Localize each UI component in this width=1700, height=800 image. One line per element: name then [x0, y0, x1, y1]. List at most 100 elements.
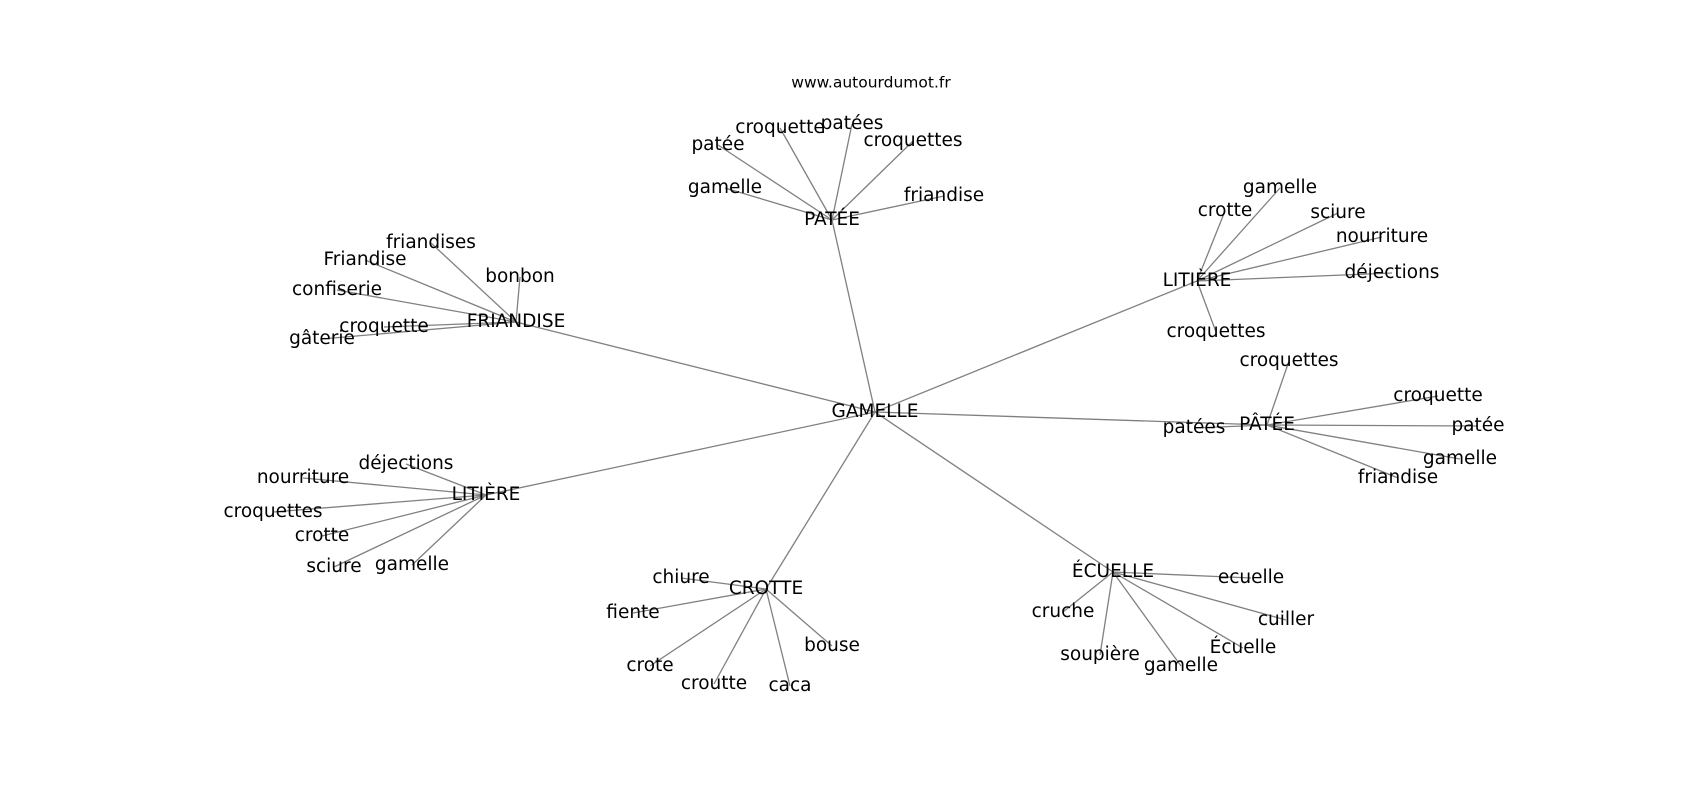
edge-litiere-right-to-gamelle	[1196, 187, 1281, 282]
leaf-node-friandise-friandise: Friandise	[323, 249, 406, 270]
edge-crotte-to-bouse	[765, 588, 833, 647]
edge-center-to-litiere-left	[485, 411, 876, 496]
edge-friandise-to-bonbon	[515, 276, 521, 323]
leaf-node-patee-top-croquette: croquette	[735, 117, 824, 138]
edge-friandise-to-friandises	[430, 242, 517, 323]
leaf-node-patee-top-gamelle: gamelle	[688, 177, 762, 198]
hub-node-patee-right: PÂTÉE	[1239, 413, 1295, 435]
leaf-node-friandise-friandises: friandises	[386, 232, 476, 253]
edge-patee-right-to-friandise	[1266, 424, 1399, 479]
center-node-label: GAMELLE	[832, 401, 919, 422]
leaf-node-litiere-right-croquettes: croquettes	[1166, 321, 1265, 342]
edge-center-to-ecuelle	[874, 411, 1114, 573]
hub-node-litiere-left: LITIÈRE	[452, 483, 521, 505]
edge-patee-right-to-patees	[1193, 424, 1268, 429]
leaf-node-litiere-left-dejections: déjections	[359, 453, 454, 474]
edge-patee-top-to-gamelle	[724, 187, 833, 221]
leaf-node-litiere-right-sciure: sciure	[1310, 202, 1365, 223]
leaf-node-patee-top-patees: patées	[821, 113, 884, 134]
edge-litiere-left-to-dejections	[405, 463, 487, 496]
edge-litiere-right-to-dejections	[1196, 272, 1393, 282]
edge-center-to-crotte	[765, 411, 876, 590]
edge-patee-top-to-croquettes	[831, 140, 914, 221]
hub-node-litiere-right: LITIÈRE	[1163, 269, 1232, 291]
leaf-node-patee-right-friandise: friandise	[1358, 467, 1438, 488]
edge-patee-top-to-friandise	[831, 195, 945, 221]
leaf-node-ecuelle-cruche: cruche	[1032, 601, 1095, 622]
edge-crotte-to-caca	[765, 588, 791, 687]
edge-friandise-to-croquette	[383, 321, 517, 328]
edge-litiere-right-to-sciure	[1196, 212, 1339, 282]
leaf-node-patee-right-patee: patée	[1451, 415, 1504, 436]
edge-patee-right-to-croquettes	[1266, 360, 1290, 426]
edge-center-to-litiere-right	[874, 280, 1198, 413]
hub-node-ecuelle: ÉCUELLE	[1072, 560, 1154, 582]
leaf-node-friandise-confiserie: confiserie	[292, 279, 382, 300]
edge-patee-top-to-patees	[831, 123, 853, 221]
graph-labels: www.autourdumot.frGAMELLEPATÉEpatéecroqu…	[223, 74, 1504, 697]
leaf-node-litiere-left-sciure: sciure	[306, 556, 361, 577]
edge-center-to-patee-right	[874, 411, 1268, 426]
leaf-node-crotte-fiente: fiente	[606, 602, 659, 623]
edge-crotte-to-crote	[649, 588, 767, 667]
leaf-node-litiere-left-croquettes: croquettes	[223, 501, 322, 522]
edge-litiere-left-to-crotte	[321, 494, 487, 537]
leaf-node-ecuelle-ecuelle: ecuelle	[1218, 567, 1284, 588]
leaf-node-litiere-right-dejections: déjections	[1345, 262, 1440, 283]
leaf-node-litiere-right-nourriture: nourriture	[1336, 226, 1428, 247]
edge-friandise-to-friandise	[364, 259, 517, 323]
leaf-node-crotte-crote: crote	[626, 655, 673, 676]
leaf-node-litiere-left-crotte: crotte	[295, 525, 350, 546]
leaf-node-patee-top-croquettes: croquettes	[863, 130, 962, 151]
edge-crotte-to-chiure	[680, 577, 767, 590]
edge-litiere-right-to-nourriture	[1196, 236, 1383, 282]
edge-patee-right-to-gamelle	[1266, 424, 1461, 460]
leaf-node-patee-top-patee: patée	[691, 134, 744, 155]
leaf-node-ecuelle-soupiere: soupière	[1060, 644, 1140, 665]
edge-ecuelle-to-ecuelle	[1112, 571, 1252, 579]
leaf-node-litiere-left-gamelle: gamelle	[375, 554, 449, 575]
leaf-node-patee-right-patees: patées	[1163, 417, 1226, 438]
leaf-node-ecuelle-gamelle: gamelle	[1144, 655, 1218, 676]
edge-center-to-patee-top	[831, 219, 876, 413]
edge-ecuelle-to-cruche	[1062, 571, 1114, 613]
edge-patee-top-to-croquette	[779, 127, 833, 221]
leaf-node-litiere-right-gamelle: gamelle	[1243, 177, 1317, 198]
edge-litiere-right-to-croquettes	[1196, 280, 1217, 333]
leaf-node-crotte-bouse: bouse	[804, 635, 860, 656]
leaf-node-friandise-croquette: croquette	[339, 316, 428, 337]
leaf-node-friandise-gaterie: gâterie	[289, 328, 355, 349]
leaf-node-crotte-chiure: chiure	[652, 567, 709, 588]
edge-ecuelle-to-soupiere	[1099, 571, 1114, 656]
leaf-node-litiere-right-crotte: crotte	[1198, 200, 1253, 221]
hub-node-friandise: FRIANDISE	[467, 311, 566, 332]
edge-crotte-to-fiente	[632, 588, 767, 614]
edge-patee-right-to-croquette	[1266, 395, 1439, 426]
edge-patee-right-to-patee	[1266, 424, 1479, 427]
watermark-text: www.autourdumot.fr	[791, 74, 951, 92]
leaf-node-patee-top-friandise: friandise	[904, 185, 984, 206]
edge-ecuelle-to-cuiller	[1112, 571, 1287, 621]
leaf-node-patee-right-croquette: croquette	[1393, 385, 1482, 406]
edge-center-to-friandise	[515, 321, 876, 413]
edge-ecuelle-to-gamelle	[1112, 571, 1182, 667]
edge-litiere-left-to-croquettes	[272, 494, 487, 513]
graph-edges	[272, 123, 1479, 687]
edge-friandise-to-confiserie	[336, 289, 517, 323]
edge-friandise-to-gaterie	[321, 321, 517, 340]
leaf-node-patee-right-gamelle: gamelle	[1423, 448, 1497, 469]
edge-litiere-right-to-crotte	[1196, 210, 1226, 282]
leaf-node-crotte-croutte: croutte	[681, 673, 747, 694]
edge-ecuelle-to-ecuelle	[1112, 571, 1244, 649]
leaf-node-ecuelle-cuiller: cuiller	[1258, 609, 1315, 630]
edge-litiere-left-to-sciure	[333, 494, 487, 568]
edge-litiere-left-to-gamelle	[411, 494, 487, 566]
leaf-node-friandise-bonbon: bonbon	[485, 266, 555, 287]
hub-node-patee-top: PATÉE	[804, 208, 860, 230]
leaf-node-litiere-left-nourriture: nourriture	[257, 467, 349, 488]
edge-crotte-to-croutte	[713, 588, 767, 685]
edge-litiere-left-to-nourriture	[302, 477, 487, 496]
leaf-node-crotte-caca: caca	[768, 675, 811, 696]
leaf-node-ecuelle-ecuelle: Écuelle	[1210, 636, 1277, 658]
